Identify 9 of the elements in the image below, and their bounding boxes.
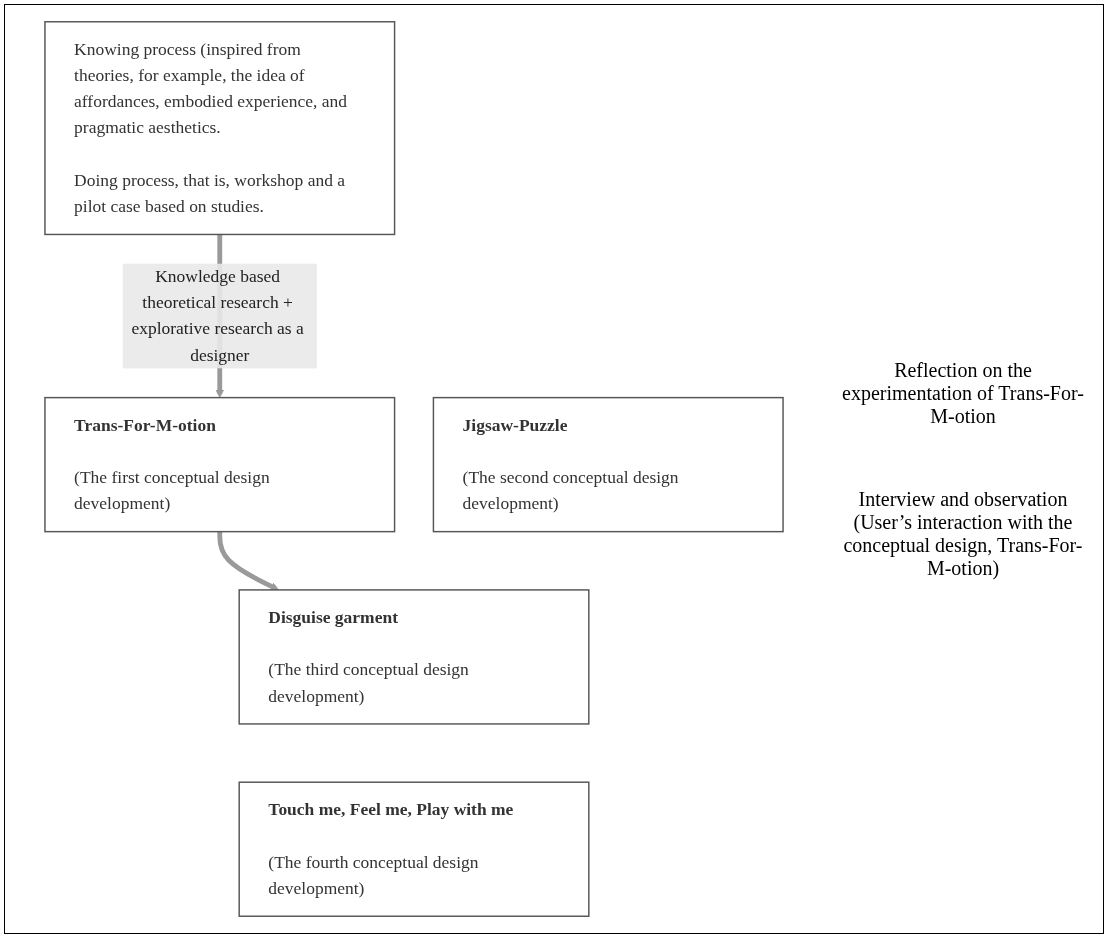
node-box: Knowing process (inspired from theories, for example, the idea of affordances, embodied experience, and pragmatic aesthetics. Doing process, that is, workshop and a pilot case based on studies. <box>44 21 396 236</box>
edge-label: Knowledge based theoretical research + explorative research as a designer <box>131 266 304 365</box>
note-text: Interview and observation (User’s interaction with the conceptual design, Trans-For-M-otion) <box>842 487 1084 580</box>
note-text: Reflection on the experimentation of Trans-For-M-otion <box>841 358 1085 428</box>
node-box: Trans-For-M-otion (The first conceptual design development) <box>44 396 396 533</box>
node-box: Touch me, Feel me, Play with me (The fourth conceptual design development) <box>238 781 590 917</box>
arrow <box>217 531 279 591</box>
node-box: Disguise garment (The third conceptual design development) <box>238 589 590 725</box>
node-box: Jigsaw-Puzzle (The second conceptual design development) <box>432 396 784 533</box>
